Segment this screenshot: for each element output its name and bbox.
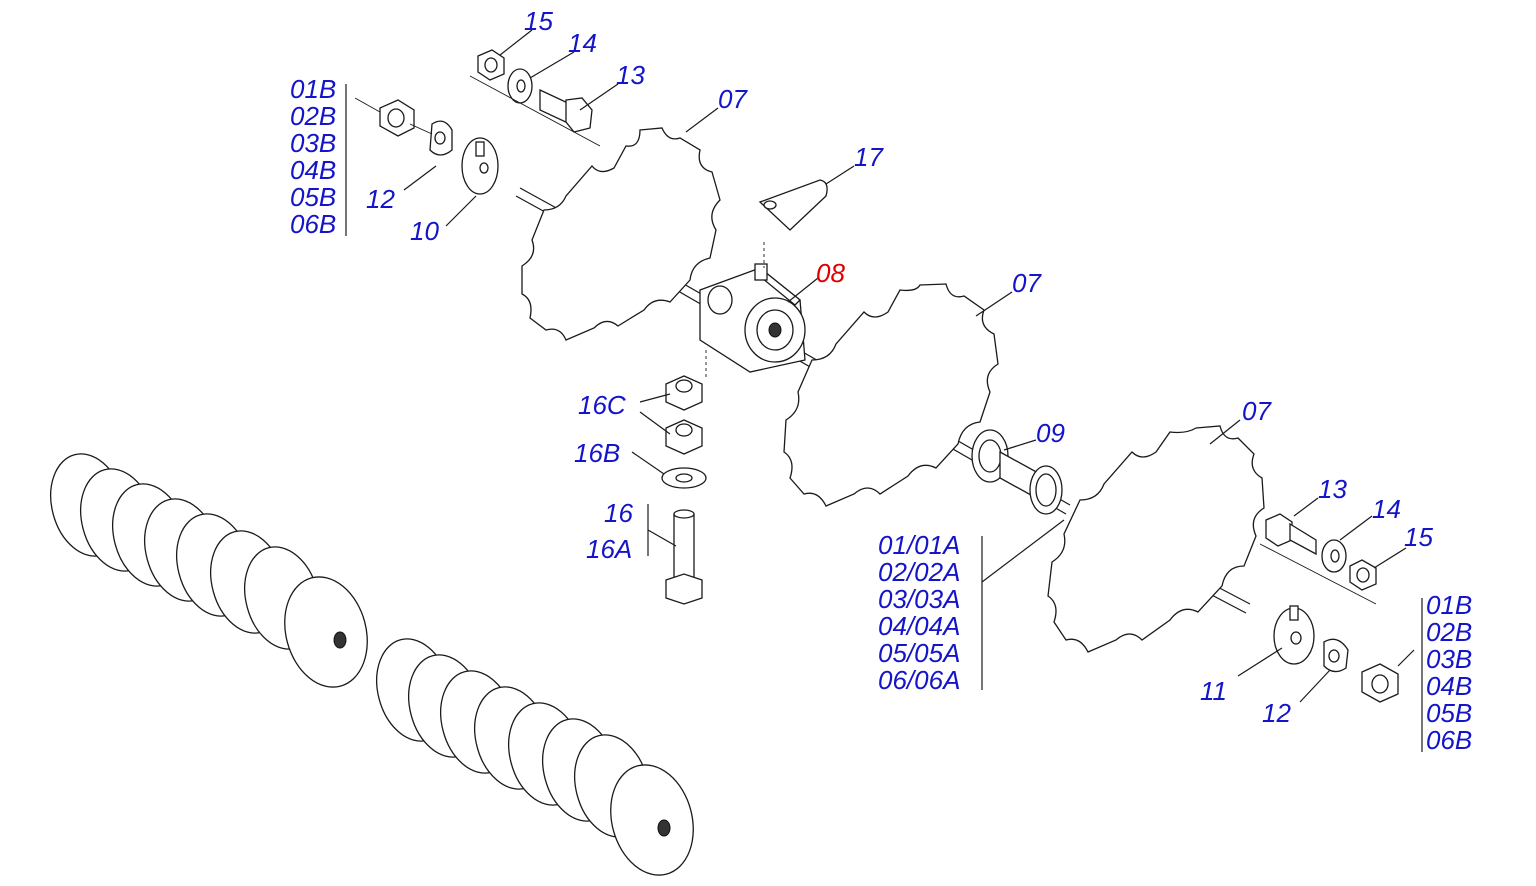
variant-center-5: 05/05A	[878, 638, 960, 668]
callout-13-right[interactable]: 13	[1318, 474, 1347, 504]
variant-right-2: 02B	[1426, 617, 1472, 647]
bolt-stack-16	[661, 375, 707, 605]
callout-15-right[interactable]: 15	[1404, 522, 1433, 552]
variant-center-2: 02/02A	[878, 557, 960, 587]
callout-17[interactable]: 17	[854, 142, 884, 172]
callout-14-right[interactable]: 14	[1372, 494, 1401, 524]
variants-right-stack: 01B 02B 03B 04B 05B 06B	[1426, 590, 1472, 755]
variant-center-3: 03/03A	[878, 584, 960, 614]
disc-07-left	[521, 127, 721, 341]
callout-16b[interactable]: 16B	[574, 438, 620, 468]
callout-09[interactable]: 09	[1036, 418, 1065, 448]
callout-12-left[interactable]: 12	[366, 184, 395, 214]
variants-center-stack: 01/01A 02/02A 03/03A 04/04A 05/05A 06/06…	[878, 530, 960, 695]
variant-right-6: 06B	[1426, 725, 1472, 755]
variants-left-stack: 01B 02B 03B 04B 05B 06B	[290, 74, 336, 239]
callout-12-right[interactable]: 12	[1262, 698, 1291, 728]
variant-right-4: 04B	[1426, 671, 1472, 701]
callout-14-top[interactable]: 14	[568, 28, 597, 58]
disc-gang-assembly-1	[50, 453, 368, 688]
leader-lines	[345, 29, 1423, 752]
callout-07-left[interactable]: 07	[718, 84, 748, 114]
variant-left-2: 02B	[290, 101, 336, 131]
tag-17	[758, 179, 828, 231]
callout-11[interactable]: 11	[1200, 676, 1227, 706]
variant-right-3: 03B	[1426, 644, 1472, 674]
variant-right-1: 01B	[1426, 590, 1472, 620]
disc-07-center	[783, 283, 999, 507]
left-end-hardware	[354, 49, 601, 195]
variant-left-1: 01B	[290, 74, 336, 104]
callout-07-right[interactable]: 07	[1242, 396, 1272, 426]
gearbox-08	[699, 242, 806, 380]
callout-13-top[interactable]: 13	[616, 60, 645, 90]
right-end-hardware	[1259, 513, 1399, 703]
disc-07-right	[1047, 425, 1265, 653]
variant-left-3: 03B	[290, 128, 336, 158]
callout-labels: 15 14 13 07 12 10 17 08 07 07 09 16C 16B…	[366, 6, 1433, 728]
callout-07-center[interactable]: 07	[1012, 268, 1042, 298]
variant-left-4: 04B	[290, 155, 336, 185]
variant-right-5: 05B	[1426, 698, 1472, 728]
callout-16c[interactable]: 16C	[578, 390, 626, 420]
callout-16a[interactable]: 16A	[586, 534, 632, 564]
variant-center-6: 06/06A	[878, 665, 960, 695]
variant-left-6: 06B	[290, 209, 336, 239]
callout-16[interactable]: 16	[604, 498, 633, 528]
variant-left-5: 05B	[290, 182, 336, 212]
variant-center-1: 01/01A	[878, 530, 960, 560]
bearing-09	[971, 429, 1063, 515]
callout-08[interactable]: 08	[816, 258, 845, 288]
callout-15-top[interactable]: 15	[524, 6, 553, 36]
disc-gang-assembly-2	[376, 638, 694, 876]
callout-10[interactable]: 10	[410, 216, 439, 246]
variant-center-4: 04/04A	[878, 611, 960, 641]
